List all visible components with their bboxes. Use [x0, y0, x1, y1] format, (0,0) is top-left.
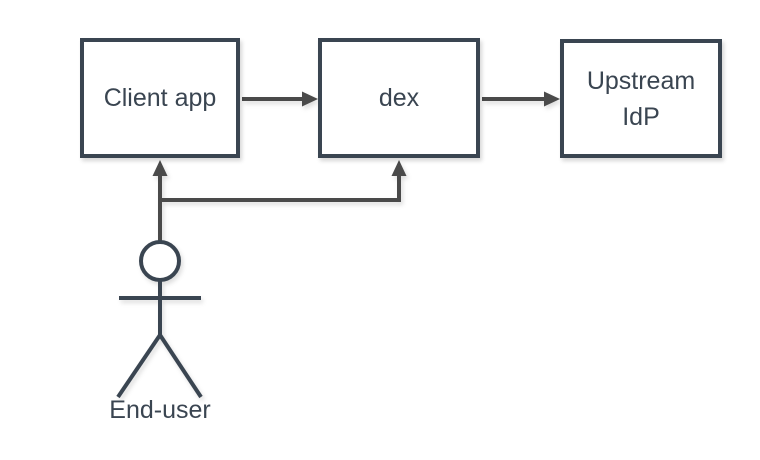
- end-user-actor-figure: [116, 240, 203, 399]
- actor-head: [139, 240, 181, 282]
- edge-line: [160, 175, 401, 202]
- node-upstream-idp-label: Upstream IdP: [586, 66, 696, 131]
- node-dex-label: dex: [378, 84, 420, 112]
- actor-right-leg: [158, 333, 203, 399]
- node-dex: dex: [318, 38, 480, 158]
- edge-end-user-to-dex: [160, 160, 407, 202]
- end-user-label: End-user: [109, 396, 211, 424]
- edge-client-app-to-dex: [242, 91, 318, 107]
- arrowhead-icon: [544, 91, 560, 107]
- edge-end-user-to-client-app: [152, 160, 168, 243]
- arrowhead-icon: [391, 160, 407, 176]
- node-client-app-label: Client app: [103, 84, 217, 112]
- arrowhead-icon: [152, 160, 168, 176]
- edge-dex-to-upstream-idp: [482, 91, 560, 107]
- arrowhead-icon: [302, 91, 318, 107]
- node-client-app: Client app: [80, 38, 240, 158]
- node-upstream-idp: Upstream IdP: [560, 39, 722, 158]
- actor-left-leg: [116, 333, 162, 399]
